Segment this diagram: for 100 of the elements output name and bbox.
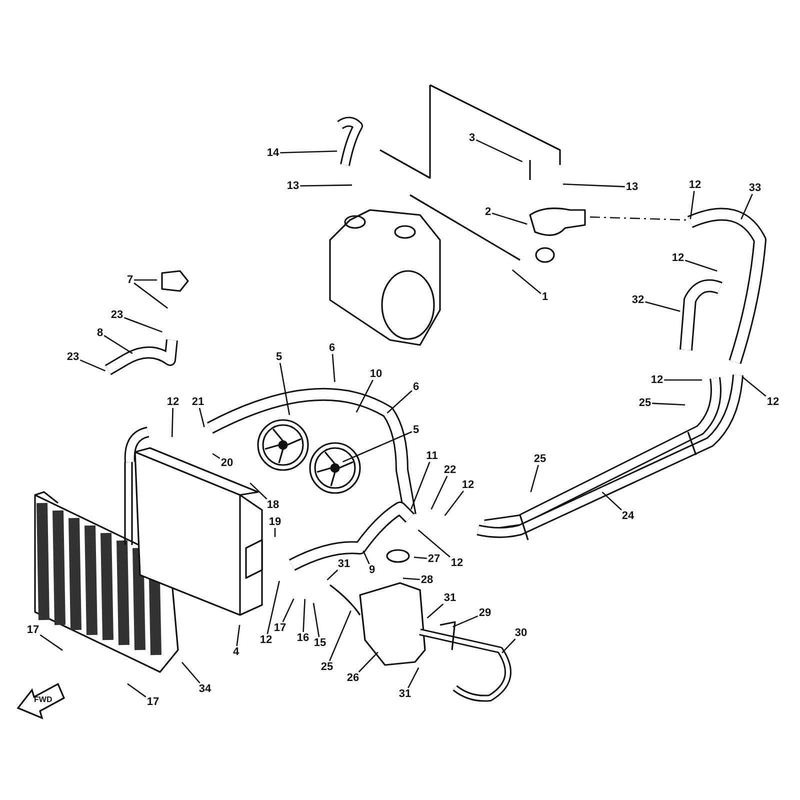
callout-number: 27 [426,553,442,565]
leader-line [280,150,338,154]
callout-number: 32 [630,294,646,306]
callout-number: 22 [442,464,458,476]
callout-number: 17 [26,624,40,636]
leader-line [742,376,766,397]
callout-number: 25 [532,453,548,465]
callout-number: 23 [66,351,80,363]
leader-line [212,453,220,459]
leader-line [362,550,370,564]
callout-number: 14 [266,147,280,159]
callout-number: 12 [670,252,686,264]
callout-number: 31 [398,688,412,700]
leader-line [410,462,430,510]
leader-line [644,301,680,312]
leader-line [40,634,63,651]
leader-line [198,408,205,428]
leader-line [476,139,523,162]
leader-line [530,464,539,492]
callout-number: 25 [638,397,652,409]
callout-number: 13 [286,180,300,192]
callout-number: 18 [266,499,280,511]
leader-line [332,354,336,382]
callout-number: 25 [320,661,334,673]
callout-number: 6 [412,381,420,393]
callout-number: 11 [425,450,439,462]
callout-number: 30 [514,627,528,639]
callout-number: 1 [540,291,550,303]
leader-line [326,570,338,580]
leader-line [602,492,622,510]
leader-line [80,359,106,372]
callout-number: 23 [110,309,124,321]
leader-line [414,556,427,560]
leader-line [652,402,686,406]
leader-line [740,194,753,220]
leader-line [562,183,625,188]
callout-number: 12 [688,179,702,191]
leader-line [236,624,240,646]
leader-line [402,578,420,580]
callout-number: 12 [258,634,274,646]
callout-number: 5 [274,351,284,363]
direction-label: FWD [34,694,52,706]
leader-line [250,482,268,500]
leader-line [492,212,528,225]
callout-number: 7 [126,274,134,286]
leader-line [124,317,162,333]
callout-number: 31 [442,592,458,604]
callout-number: 3 [468,132,476,144]
leader-line [312,602,320,638]
callout-number: 6 [328,342,336,354]
leader-line [274,528,276,537]
leader-line [444,490,464,516]
leader-line [430,476,448,510]
callout-number: 24 [620,510,636,522]
leader-line [512,269,542,294]
leader-line [266,580,280,634]
leader-line [358,652,378,672]
leader-line [418,529,450,558]
callout-number: 33 [748,182,762,194]
callout-number: 17 [272,622,288,634]
leader-line [356,380,374,413]
leader-line [664,379,702,381]
leader-line [104,335,133,354]
callout-number: 12 [450,557,464,569]
leader-line [181,662,200,684]
callout-number: 19 [268,516,282,528]
leader-line [502,638,516,654]
callout-number: 21 [190,396,206,408]
leader-line [279,362,290,416]
leader-line [282,598,294,622]
leader-line [684,260,718,272]
callout-number: 12 [650,374,664,386]
callout-number: 4 [232,646,240,658]
callout-number: 15 [312,637,328,649]
callout-number: 34 [198,683,212,695]
callout-number: 12 [460,479,476,491]
callout-number: 17 [146,696,160,708]
leader-line [300,184,352,187]
leader-line [426,604,444,618]
callout-number: 26 [346,672,360,684]
callout-number: 2 [484,206,492,218]
callout-number: 5 [412,424,420,436]
callout-number: 20 [220,457,234,469]
leader-line [171,408,174,438]
leader-line [328,610,352,662]
callout-number: 9 [368,564,376,576]
callout-number: 29 [478,607,492,619]
callout-number: 16 [296,632,310,644]
callout-number: 28 [420,574,434,586]
leader-line [452,615,478,628]
callout-number: 10 [368,368,384,380]
leader-line [386,390,412,414]
leader-line [302,598,306,632]
leader-line [408,667,420,688]
leader-line [134,279,157,281]
leader-line [690,190,695,220]
callout-number: 31 [336,558,352,570]
leader-line [134,282,168,309]
callout-number: 8 [96,327,104,339]
callout-number: 13 [624,181,640,193]
